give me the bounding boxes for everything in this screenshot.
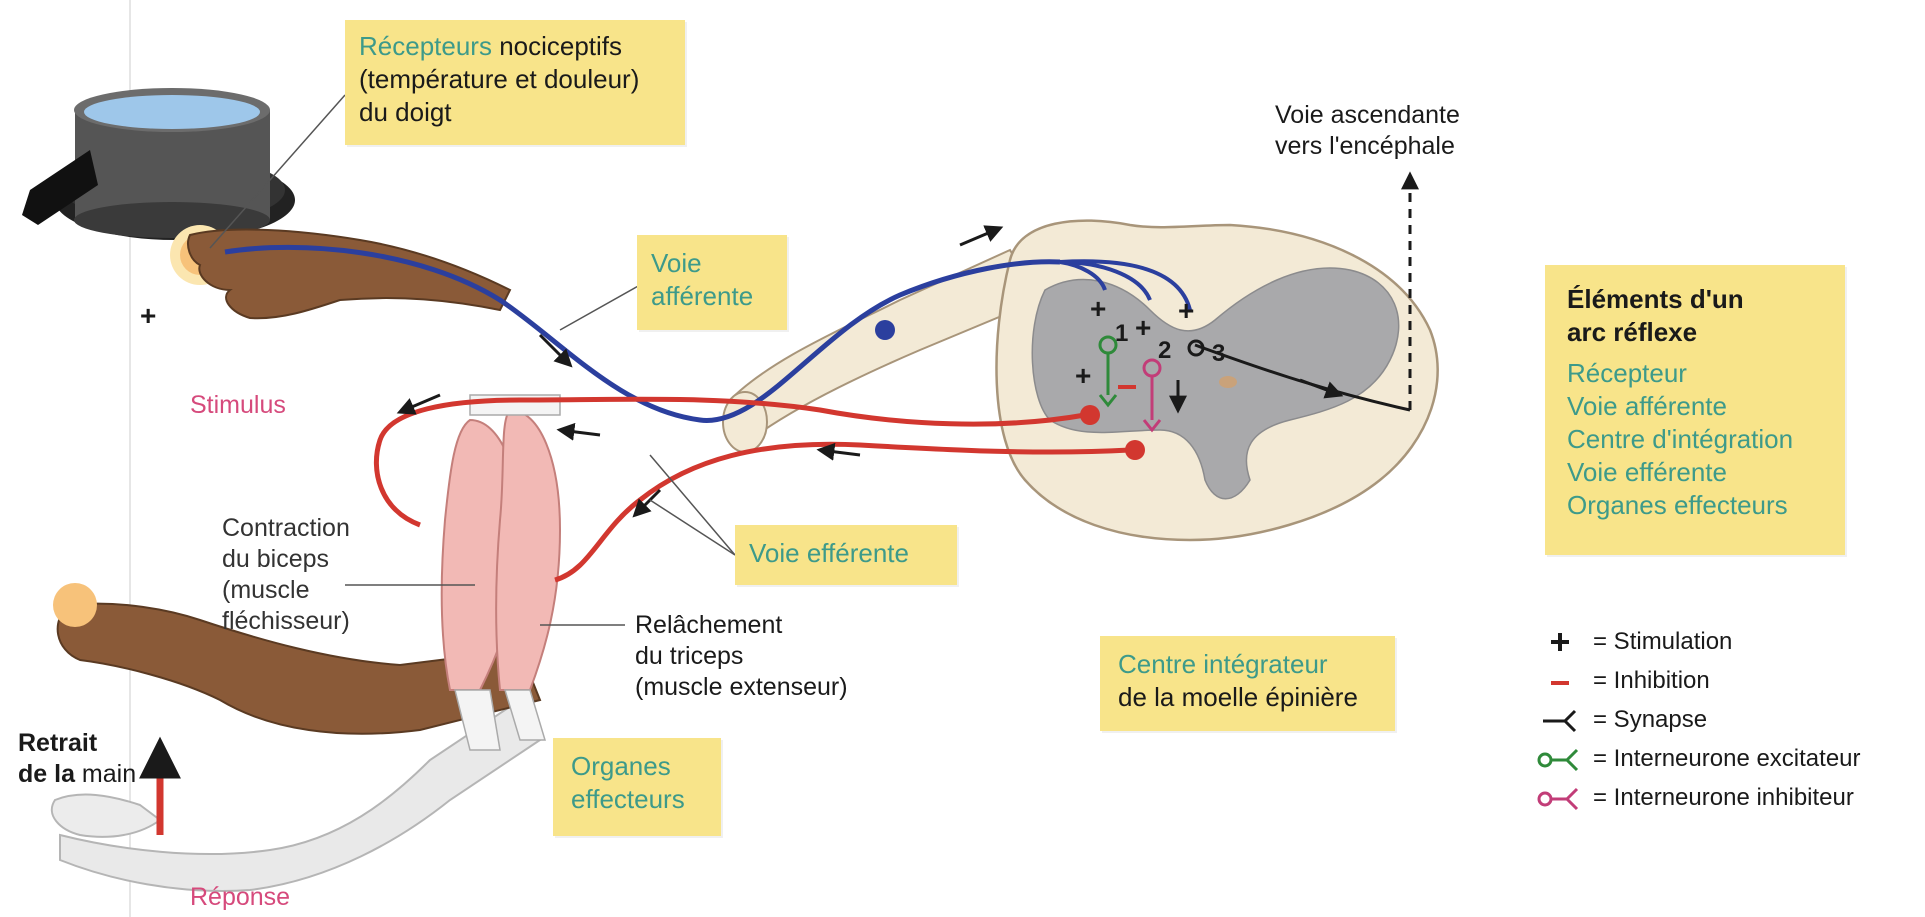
withdrawal-line1: Retrait <box>18 728 136 759</box>
elements-item: Organes effecteurs <box>1567 489 1823 522</box>
motor-neuron-2 <box>1125 440 1145 460</box>
legend-text: = Inhibition <box>1593 667 1710 695</box>
receptors-line1: nociceptifs <box>492 31 622 61</box>
effectors-line2: effecteurs <box>571 783 703 816</box>
receptors-line3: du doigt <box>359 96 671 129</box>
legend-text: = Stimulation <box>1593 628 1732 656</box>
legend-row-excitatory: = Interneurone excitateur <box>1535 742 1861 776</box>
biceps-line4: fléchisseur) <box>222 606 350 637</box>
elements-item: Récepteur <box>1567 357 1823 390</box>
plus-synapse-1: + <box>1090 293 1106 324</box>
triceps-line2: du triceps <box>635 641 848 672</box>
biceps-line2: du biceps <box>222 544 350 575</box>
withdrawal-line2-rest: main <box>75 760 136 788</box>
withdrawal-line2-bold: de la <box>18 760 75 788</box>
elements-box: Éléments d'un arc réflexe Récepteur Voie… <box>1545 265 1845 555</box>
arrow-efferent-out <box>820 450 860 455</box>
withdrawal-label: Retrait de la main <box>18 728 136 790</box>
biceps-line3: (muscle <box>222 575 350 606</box>
legend-text: = Synapse <box>1593 706 1707 734</box>
motor-neuron-1 <box>1080 405 1100 425</box>
plus-icon <box>1535 627 1585 657</box>
spinal-cord <box>996 221 1437 540</box>
elements-item: Voie afférente <box>1567 390 1823 423</box>
legend-row-inhibitory: = Interneurone inhibiteur <box>1535 781 1854 815</box>
synapse-icon <box>1535 705 1585 735</box>
arrow-afferent-root <box>960 228 1000 245</box>
plus-synapse-3: + <box>1178 295 1194 326</box>
hand-outline <box>52 795 160 837</box>
legend-row-synapse: = Synapse <box>1535 703 1707 737</box>
ascending-line1: Voie ascendante <box>1275 100 1460 131</box>
legend-row-stimulation: = Stimulation <box>1535 625 1732 659</box>
ascending-line2: vers l'encéphale <box>1275 131 1460 162</box>
integration-line1: Centre intégrateur <box>1118 648 1377 681</box>
stimulus-label: Stimulus <box>190 390 286 421</box>
legend-row-inhibition: = Inhibition <box>1535 664 1710 698</box>
synapse-number-3: 3 <box>1212 338 1225 369</box>
stimulus-burst-lower <box>53 583 97 627</box>
leader-afferent <box>560 285 640 330</box>
biceps-label: Contraction du biceps (muscle fléchisseu… <box>222 513 350 637</box>
upper-hand <box>188 230 510 319</box>
leader-efferent-2 <box>650 500 735 555</box>
elements-title-line2: arc réflexe <box>1567 316 1823 349</box>
inhibitory-interneuron-icon <box>1535 783 1585 813</box>
effectors-line1: Organes <box>571 750 703 783</box>
efferent-text: Voie efférente <box>749 537 943 570</box>
effectors-box: Organes effecteurs <box>553 738 721 836</box>
receptors-line2: (température et douleur) <box>359 63 671 96</box>
legend-text: = Interneurone inhibiteur <box>1593 784 1854 812</box>
arrow-efferent-biceps <box>560 430 600 435</box>
integration-line2: de la moelle épinière <box>1118 681 1377 714</box>
synapse-number-1: 1 <box>1115 318 1128 349</box>
elements-item: Voie efférente <box>1567 456 1823 489</box>
synapse-number-2: 2 <box>1158 335 1171 366</box>
response-label: Réponse <box>190 882 290 913</box>
triceps-line3: (muscle extenseur) <box>635 672 848 703</box>
triceps-line1: Relâchement <box>635 610 848 641</box>
efferent-box: Voie efférente <box>735 525 957 585</box>
legend-text: = Interneurone excitateur <box>1593 745 1861 773</box>
integration-box: Centre intégrateur de la moelle épinière <box>1100 636 1395 731</box>
minus-inhibition <box>1118 385 1136 389</box>
afferent-line2: afférente <box>651 280 773 313</box>
plus-synapse-2: + <box>1135 312 1151 343</box>
ganglion-neuron <box>875 320 895 340</box>
afferent-line1: Voie <box>651 247 773 280</box>
plus-interneuron: + <box>1075 360 1091 391</box>
afferent-box: Voie afférente <box>637 235 787 330</box>
biceps-line1: Contraction <box>222 513 350 544</box>
triceps-label: Relâchement du triceps (muscle extenseur… <box>635 610 848 703</box>
plus-stimulus: + <box>140 300 156 331</box>
minus-icon <box>1535 666 1585 696</box>
receptors-box: Récepteurs nociceptifs (température et d… <box>345 20 685 145</box>
excitatory-interneuron-icon <box>1535 744 1585 774</box>
elements-title-line1: Éléments d'un <box>1567 283 1823 316</box>
receptors-highlight: Récepteurs <box>359 31 492 61</box>
elements-item: Centre d'intégration <box>1567 423 1823 456</box>
pot-illustration <box>22 88 295 240</box>
ascending-label: Voie ascendante vers l'encéphale <box>1275 100 1460 162</box>
